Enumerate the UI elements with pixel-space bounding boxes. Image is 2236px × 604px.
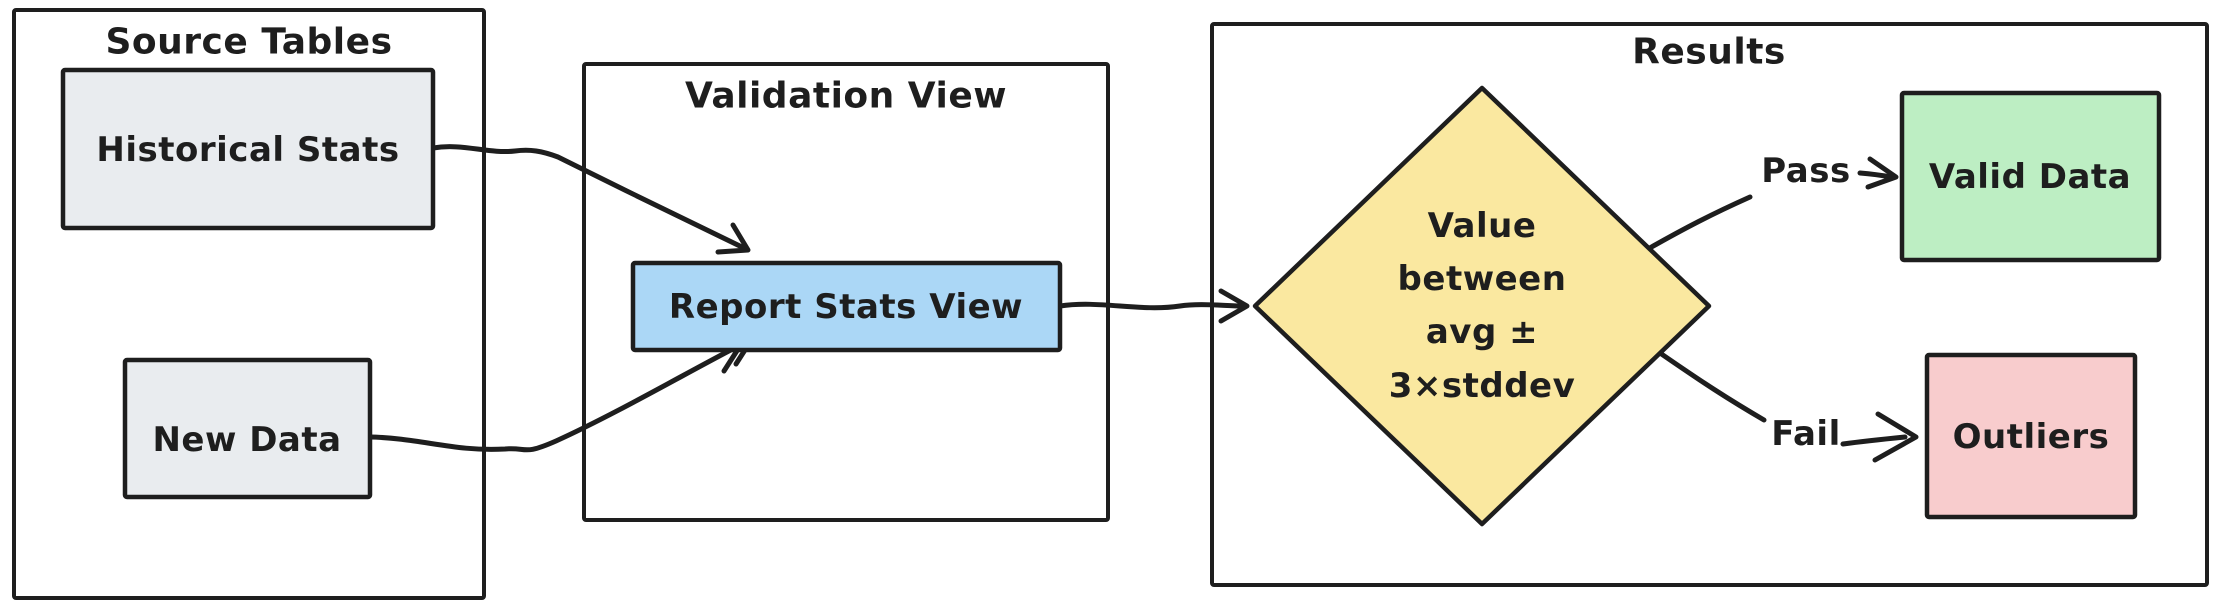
fail-arrow-shaft <box>1840 434 1908 447</box>
source-tables-title: Source Tables <box>106 22 393 63</box>
valid-data-label: Valid Data <box>1929 157 2131 197</box>
edge-report-view-to-decision <box>1057 301 1246 311</box>
report-stats-view-label: Report Stats View <box>669 287 1023 327</box>
edge-decision-fail-line <box>1657 350 1767 423</box>
decision-line-2: between <box>1398 259 1567 299</box>
validation-view-title: Validation View <box>685 76 1007 117</box>
historical-stats-node <box>60 67 436 231</box>
fail-edge-label: Fail <box>1771 414 1841 454</box>
outliers-label: Outliers <box>1953 417 2110 457</box>
outliers-node <box>1924 352 2138 520</box>
fail-arrowhead <box>1872 411 1919 463</box>
pass-edge-label: Pass <box>1761 151 1850 191</box>
edge-report-view-arrowhead <box>1218 288 1250 324</box>
decision-line-4: 3×stddev <box>1389 366 1576 406</box>
decision-diamond-node <box>1252 85 1712 527</box>
edge-historical-stats-arrowhead <box>715 222 751 255</box>
new-data-node <box>122 357 373 500</box>
report-stats-view-node <box>630 260 1063 353</box>
edge-decision-pass-line <box>1645 194 1753 252</box>
pass-arrow-shaft <box>1857 170 1894 180</box>
valid-data-node <box>1899 90 2162 263</box>
decision-line-3: avg ± <box>1426 312 1538 352</box>
historical-stats-label: Historical Stats <box>96 130 399 170</box>
edge-historical-stats-to-report-view <box>430 144 749 252</box>
pass-arrowhead <box>1865 156 1899 190</box>
edge-new-data-to-report-view <box>367 336 755 453</box>
results-title: Results <box>1632 32 1786 73</box>
decision-line-1: Value <box>1428 206 1537 246</box>
new-data-label: New Data <box>152 420 341 460</box>
